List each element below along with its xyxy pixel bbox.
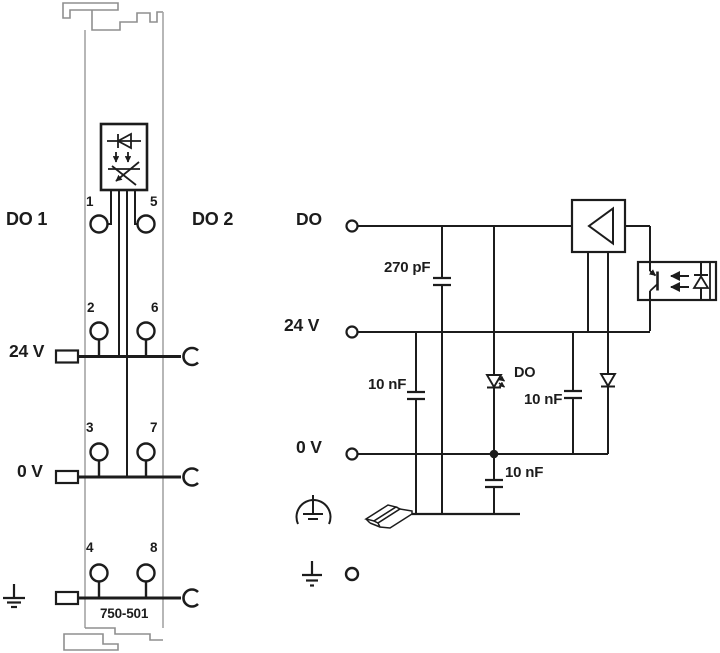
shield-earth-icon [295, 495, 332, 525]
module-bus-lines [79, 355, 181, 600]
schematic-do-label: DO [296, 209, 322, 229]
cap-270pf-label: 270 pF [384, 259, 431, 276]
status-led-do-icon [485, 226, 505, 454]
cap-10nf-zero-label: 10 nF [505, 464, 544, 481]
terminal-number-6: 6 [151, 300, 159, 315]
part-number-label: 750-501 [100, 606, 149, 621]
capacitor-270pf-icon [433, 226, 451, 514]
schematic-24v-label: 24 V [284, 315, 320, 335]
capacitor-10nf-supply-icon [407, 332, 425, 514]
internal-wires [107, 190, 138, 476]
terminal-stubs [97, 339, 148, 597]
channel-label-do1: DO 1 [6, 209, 48, 229]
terminal-number-4: 4 [86, 540, 94, 555]
module-housing-outline [62, 2, 164, 651]
module-24v-label: 24 V [9, 341, 45, 361]
channel-label-do2: DO 2 [192, 209, 234, 229]
earth-ground-icon [3, 584, 25, 609]
terminal-number-7: 7 [150, 420, 158, 435]
cap-10nf-supply-label: 10 nF [368, 376, 407, 393]
protection-diode-icon [599, 252, 617, 454]
terminal-number-3: 3 [86, 420, 94, 435]
earth-ground-icon-schematic [302, 561, 322, 587]
terminal-circles [89, 214, 156, 583]
optocoupler-icon [636, 260, 718, 331]
module-0v-label: 0 V [17, 461, 43, 481]
clamp-icons [182, 346, 199, 608]
status-led-box-icon [99, 122, 149, 192]
terminal-number-5: 5 [150, 194, 158, 209]
signal-terminal-circles [344, 219, 360, 582]
plug-connector-icons [54, 349, 80, 606]
led-do-label: DO [514, 365, 536, 381]
cap-10nf-mid-label: 10 nF [524, 391, 563, 408]
din-rail-icon [364, 504, 413, 529]
terminal-number-2: 2 [87, 300, 95, 315]
capacitor-10nf-zero-icon [485, 454, 503, 514]
terminal-number-8: 8 [150, 540, 158, 555]
driver-amplifier-icon [570, 198, 651, 331]
schematic-0v-label: 0 V [296, 437, 322, 457]
terminal-number-1: 1 [86, 194, 94, 209]
capacitor-10nf-mid-icon [564, 332, 582, 454]
